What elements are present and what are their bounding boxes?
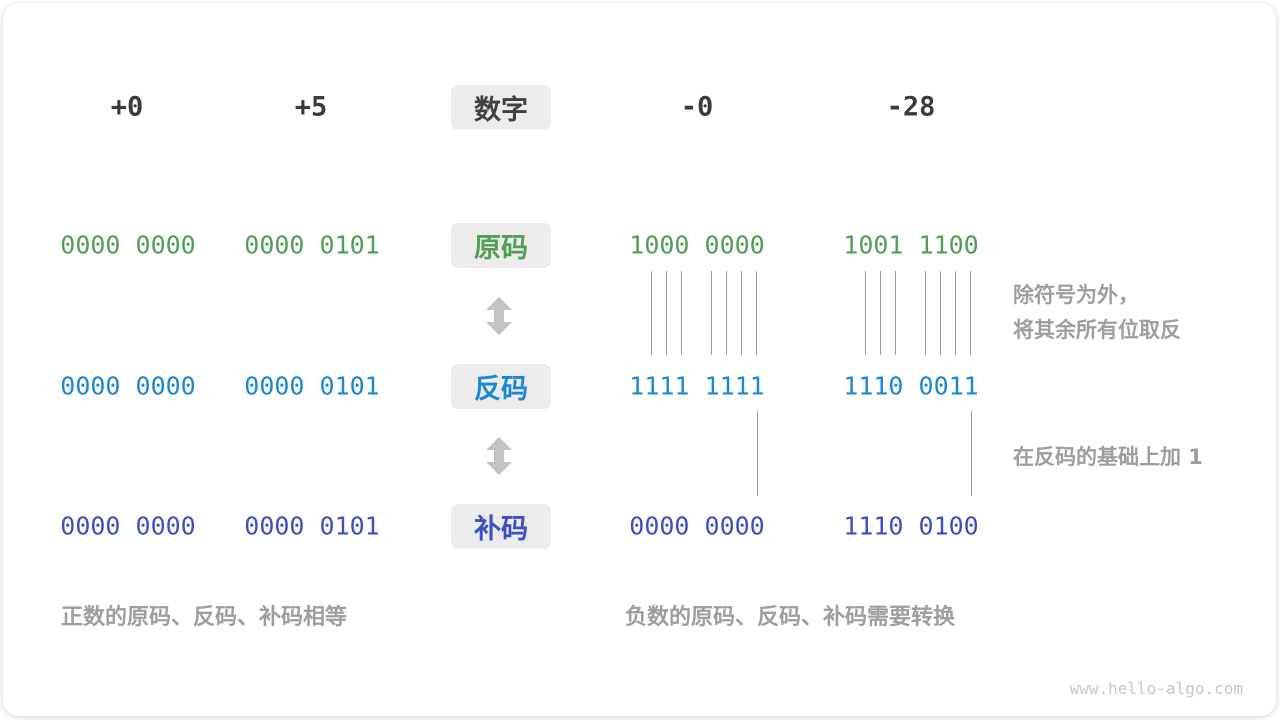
column-header-minus-28: -28 bbox=[886, 91, 936, 123]
bit-connector-line bbox=[865, 271, 866, 355]
row-badge-twos-complement: 补码 bbox=[451, 504, 551, 549]
column-header-minus-0: -0 bbox=[680, 91, 714, 123]
bit-connector-line bbox=[726, 271, 727, 355]
sign-magnitude-value-plus-0: 0000 0000 bbox=[60, 230, 196, 260]
sign-magnitude-value-minus-28: 1001 1100 bbox=[843, 230, 979, 260]
bit-invert-lines-minus-0 bbox=[629, 271, 764, 355]
ones-complement-value-minus-0: 1111 1111 bbox=[629, 371, 765, 401]
bit-connector-line bbox=[895, 271, 896, 355]
site-watermark: www.hello-algo.com bbox=[1069, 679, 1243, 698]
bit-connector-line bbox=[711, 271, 712, 355]
invert-bits-annotation-line2: 将其余所有位取反 bbox=[1013, 318, 1181, 342]
double-arrow-icon bbox=[486, 437, 512, 475]
twos-complement-value-minus-0: 0000 0000 bbox=[629, 511, 765, 541]
sign-magnitude-value-minus-0: 1000 0000 bbox=[629, 230, 765, 260]
negative-numbers-caption: 负数的原码、反码、补码需要转换 bbox=[625, 605, 956, 630]
ones-complement-value-plus-5: 0000 0101 bbox=[244, 371, 380, 401]
bit-invert-lines-minus-28 bbox=[843, 271, 978, 355]
bit-connector-line bbox=[681, 271, 682, 355]
bit-connector-line bbox=[741, 271, 742, 355]
twos-complement-value-plus-0: 0000 0000 bbox=[60, 511, 196, 541]
ones-complement-value-plus-0: 0000 0000 bbox=[60, 371, 196, 401]
sign-magnitude-value-plus-5: 0000 0101 bbox=[244, 230, 380, 260]
bit-connector-line bbox=[756, 271, 757, 355]
column-header-plus-5: +5 bbox=[294, 91, 328, 123]
column-header-plus-0: +0 bbox=[110, 91, 144, 123]
add-one-line-minus-28 bbox=[971, 411, 972, 496]
twos-complement-value-minus-28: 1110 0100 bbox=[843, 511, 979, 541]
positive-numbers-caption: 正数的原码、反码、补码相等 bbox=[61, 605, 348, 630]
bit-connector-line bbox=[970, 271, 971, 355]
bit-connector-line bbox=[955, 271, 956, 355]
bit-connector-line bbox=[651, 271, 652, 355]
ones-complement-value-minus-28: 1110 0011 bbox=[843, 371, 979, 401]
invert-bits-annotation: 除符号为外， 将其余所有位取反 bbox=[1013, 278, 1181, 348]
row-badge-sign-magnitude: 原码 bbox=[451, 223, 551, 268]
double-arrow-icon bbox=[486, 297, 512, 335]
invert-bits-annotation-line1: 除符号为外， bbox=[1013, 283, 1139, 307]
row-badge-number: 数字 bbox=[451, 85, 551, 130]
bit-connector-line bbox=[925, 271, 926, 355]
bit-connector-line bbox=[666, 271, 667, 355]
bit-connector-line bbox=[940, 271, 941, 355]
bit-connector-line bbox=[880, 271, 881, 355]
add-one-annotation: 在反码的基础上加 1 bbox=[1013, 445, 1203, 469]
figure-card: +0 +5 数字 -0 -28 0000 0000 0000 0101 原码 1… bbox=[3, 3, 1276, 716]
twos-complement-value-plus-5: 0000 0101 bbox=[244, 511, 380, 541]
row-badge-ones-complement: 反码 bbox=[451, 364, 551, 409]
add-one-line-minus-0 bbox=[757, 411, 758, 496]
